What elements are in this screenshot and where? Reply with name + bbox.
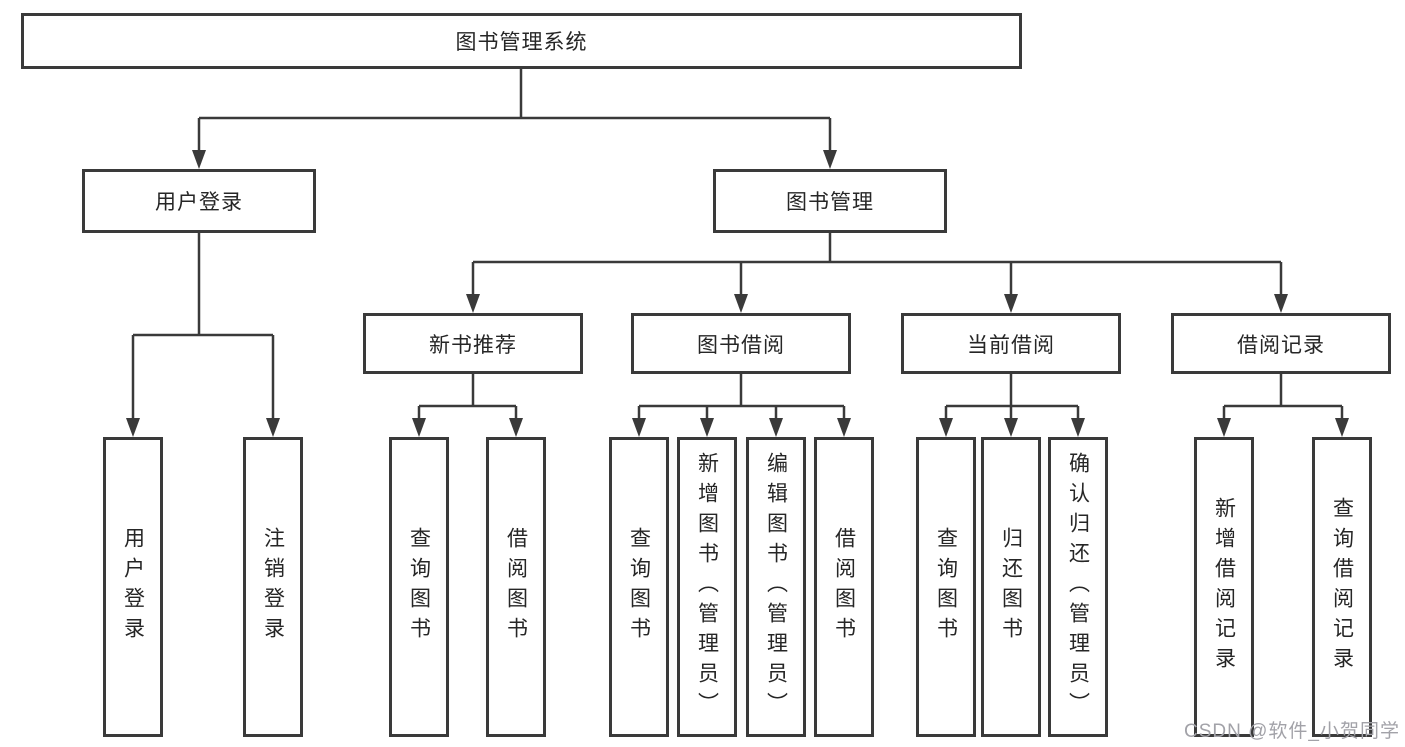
- node-label: 查询图书: [934, 527, 958, 647]
- leaf-records-query-record: 查询借阅记录: [1312, 437, 1372, 737]
- node-label: 新书推荐: [429, 333, 517, 357]
- leaf-borrow-borrow-books: 借阅图书: [814, 437, 874, 737]
- csdn-watermark: CSDN @软件_小贺同学: [1184, 721, 1400, 742]
- node-label: 确认归还（管理员）: [1066, 452, 1090, 722]
- node-label: 图书管理: [786, 191, 874, 214]
- node-user-login: 用户登录: [82, 169, 316, 233]
- node-label: 当前借阅: [967, 333, 1055, 357]
- node-book-management: 图书管理: [713, 169, 947, 233]
- node-library-system: 图书管理系统: [21, 13, 1022, 69]
- node-label: 用户登录: [121, 527, 145, 647]
- node-label: 借阅图书: [832, 527, 856, 647]
- node-label: 图书管理系统: [455, 31, 588, 54]
- leaf-logout-login: 注销登录: [243, 437, 303, 737]
- node-label: 图书借阅: [697, 333, 785, 357]
- node-label: 注销登录: [261, 527, 285, 647]
- leaf-records-add-record: 新增借阅记录: [1194, 437, 1254, 737]
- node-label: 查询借阅记录: [1330, 497, 1354, 677]
- leaf-recommend-borrow-books: 借阅图书: [486, 437, 546, 737]
- node-borrowing-records: 借阅记录: [1171, 313, 1391, 374]
- leaf-user-login: 用户登录: [103, 437, 163, 737]
- leaf-current-query-books: 查询图书: [916, 437, 976, 737]
- node-label: 新增借阅记录: [1212, 497, 1236, 677]
- node-book-borrowing: 图书借阅: [631, 313, 851, 374]
- leaf-current-confirm-return-admin: 确认归还（管理员）: [1048, 437, 1108, 737]
- node-new-book-recommend: 新书推荐: [363, 313, 583, 374]
- node-label: 借阅记录: [1237, 333, 1325, 357]
- node-label: 编辑图书（管理员）: [764, 452, 788, 722]
- leaf-borrow-add-books-admin: 新增图书（管理员）: [677, 437, 737, 737]
- node-label: 借阅图书: [504, 527, 528, 647]
- node-current-borrowing: 当前借阅: [901, 313, 1121, 374]
- leaf-borrow-edit-books-admin: 编辑图书（管理员）: [746, 437, 806, 737]
- node-label: 新增图书（管理员）: [695, 452, 719, 722]
- node-label: 归还图书: [999, 527, 1023, 647]
- node-label: 查询图书: [407, 527, 431, 647]
- leaf-recommend-query-books: 查询图书: [389, 437, 449, 737]
- leaf-borrow-query-books: 查询图书: [609, 437, 669, 737]
- node-label: 查询图书: [627, 527, 651, 647]
- leaf-current-return-books: 归还图书: [981, 437, 1041, 737]
- node-label: 用户登录: [155, 191, 243, 214]
